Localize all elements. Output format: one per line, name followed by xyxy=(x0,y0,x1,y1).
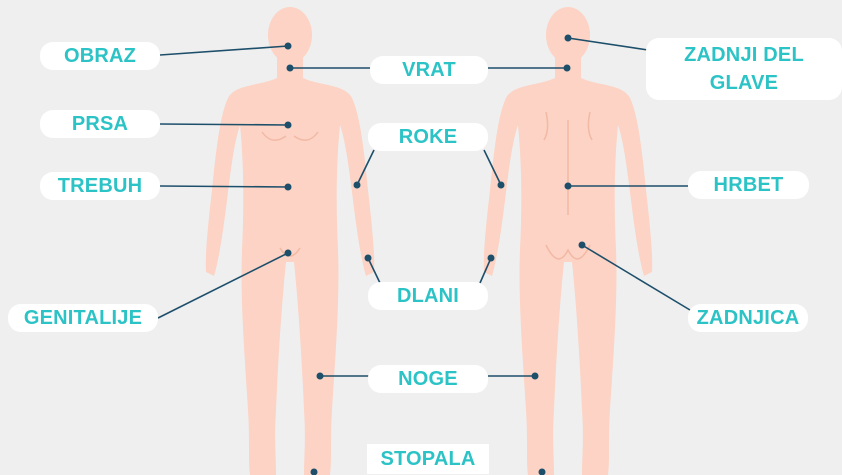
label-chest: PRSA xyxy=(40,110,160,138)
label-palms: DLANI xyxy=(368,282,488,310)
label-genitals: GENITALIJE xyxy=(8,304,158,332)
label-back: HRBET xyxy=(688,171,809,199)
label-legs: NOGE xyxy=(368,365,488,393)
front-figure xyxy=(206,7,374,475)
label-buttocks: ZADNJICA xyxy=(688,304,808,332)
label-arms: ROKE xyxy=(368,123,488,151)
connector-cheek xyxy=(160,46,288,55)
label-cheek: OBRAZ xyxy=(40,42,160,70)
label-feet: STOPALA xyxy=(367,444,489,474)
connector-abdomen xyxy=(160,186,288,187)
label-back-of-head: ZADNJI DEL GLAVE xyxy=(646,38,842,100)
connector-chest xyxy=(160,124,288,125)
label-abdomen: TREBUH xyxy=(40,172,160,200)
back-figure xyxy=(484,7,652,475)
label-neck: VRAT xyxy=(370,56,488,84)
